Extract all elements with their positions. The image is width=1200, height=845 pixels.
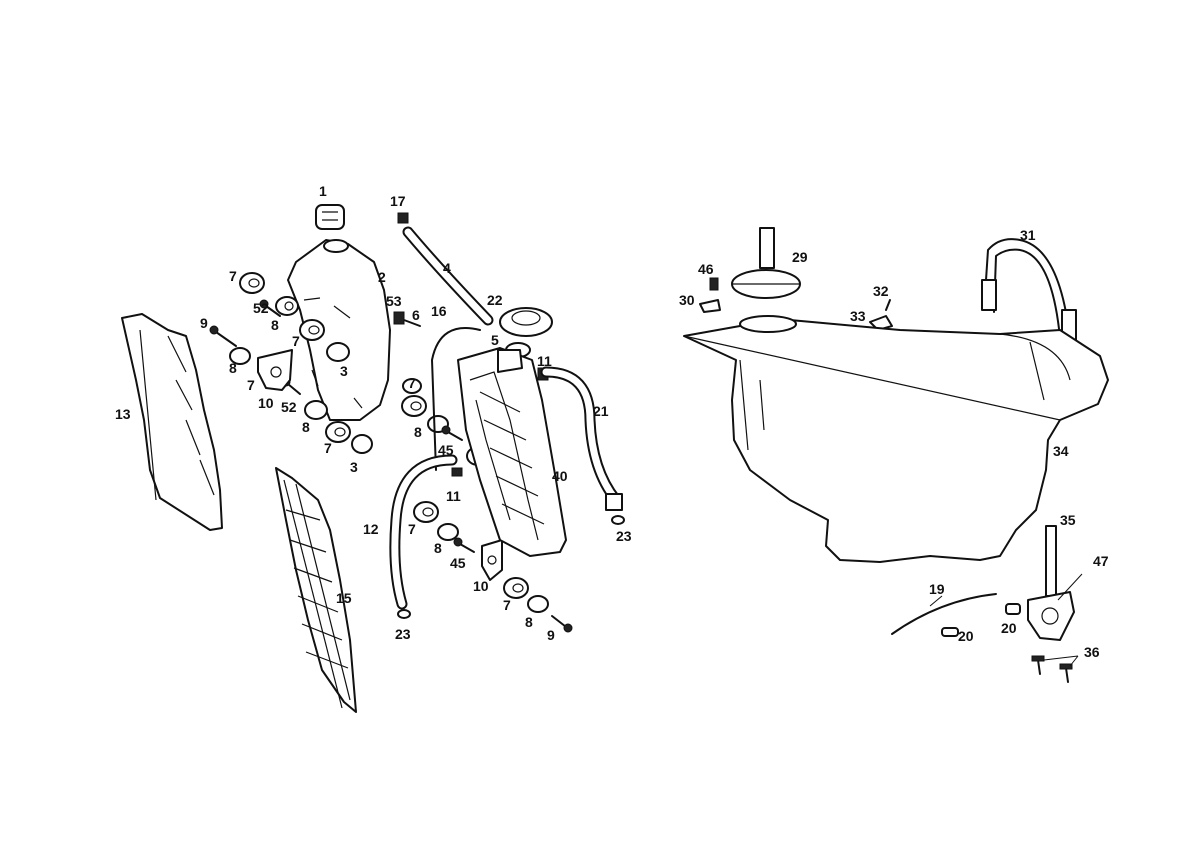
label-45: 45	[450, 555, 466, 571]
overflow-hose	[402, 226, 494, 326]
label-19: 19	[929, 581, 945, 597]
label-32: 32	[873, 283, 889, 299]
label-36: 36	[1084, 644, 1100, 660]
label-3: 3	[340, 363, 348, 379]
label-52: 52	[281, 399, 297, 415]
label-23: 23	[395, 626, 411, 642]
fuel-tank	[683, 315, 1109, 563]
label-22: 22	[487, 292, 503, 308]
expansion-tank-cap	[315, 204, 345, 230]
label-7: 7	[292, 333, 300, 349]
label-7: 7	[503, 597, 511, 613]
label-6: 6	[412, 307, 420, 323]
label-8: 8	[271, 317, 279, 333]
rubber-grommets	[229, 272, 549, 613]
label-23: 23	[616, 528, 632, 544]
label-15: 15	[336, 590, 352, 606]
tank-mounting-hardware	[699, 277, 721, 313]
label-2: 2	[378, 269, 386, 285]
label-47: 47	[1093, 553, 1109, 569]
fuel-tank-cap	[731, 227, 801, 299]
label-3: 3	[350, 459, 358, 475]
hose-clamps	[397, 515, 625, 619]
label-29: 29	[792, 249, 808, 265]
label-5: 5	[491, 332, 499, 348]
label-21: 21	[593, 403, 609, 419]
label-7: 7	[408, 375, 416, 391]
label-8: 8	[414, 424, 422, 440]
label-7: 7	[229, 268, 237, 284]
label-9: 9	[547, 627, 555, 643]
fuel-line	[891, 593, 997, 635]
label-34: 34	[1053, 443, 1069, 459]
label-11: 11	[446, 488, 461, 504]
radiator-louvre-grille	[275, 467, 357, 713]
label-8: 8	[302, 419, 310, 435]
label-16: 16	[431, 303, 447, 319]
label-20: 20	[1001, 620, 1017, 636]
label-10: 10	[258, 395, 274, 411]
label-7: 7	[408, 521, 416, 537]
label-45: 45	[438, 442, 454, 458]
tap-screws	[1031, 655, 1073, 683]
tank-strap	[981, 238, 1077, 341]
lower-radiator-hose	[389, 454, 458, 610]
radiator-core	[457, 347, 567, 557]
label-31: 31	[1020, 227, 1036, 243]
label-7: 7	[247, 377, 255, 393]
label-13: 13	[115, 406, 131, 422]
strap-fastener	[869, 299, 893, 331]
label-8: 8	[525, 614, 533, 630]
label-30: 30	[679, 292, 695, 308]
label-10: 10	[473, 578, 489, 594]
label-9: 9	[200, 315, 208, 331]
label-52: 52	[253, 300, 269, 316]
fuel-line-clamps	[941, 603, 1021, 637]
label-40: 40	[552, 468, 568, 484]
mounting-brackets	[257, 349, 503, 581]
label-53: 53	[386, 293, 402, 309]
fuel-tap	[1027, 525, 1075, 641]
label-12: 12	[363, 521, 379, 537]
label-7: 7	[324, 440, 332, 456]
label-35: 35	[1060, 512, 1076, 528]
label-8: 8	[229, 360, 237, 376]
label-20: 20	[958, 628, 974, 644]
upper-radiator-hose	[540, 366, 623, 511]
label-11: 11	[537, 353, 552, 369]
label-8: 8	[434, 540, 442, 556]
label-4: 4	[443, 260, 451, 276]
label-1: 1	[319, 183, 327, 199]
leader-lines	[929, 573, 1083, 667]
expansion-tank	[287, 239, 391, 421]
radiator-guard-panel	[121, 313, 223, 531]
callout-labels: 1 2 3 3 4 5 6 7 7 7 7 7 7 7 8 8 8 8 8 8 …	[115, 183, 1109, 660]
vent-tube	[431, 327, 481, 471]
label-17: 17	[390, 193, 406, 209]
label-46: 46	[698, 261, 714, 277]
label-33: 33	[850, 308, 866, 324]
